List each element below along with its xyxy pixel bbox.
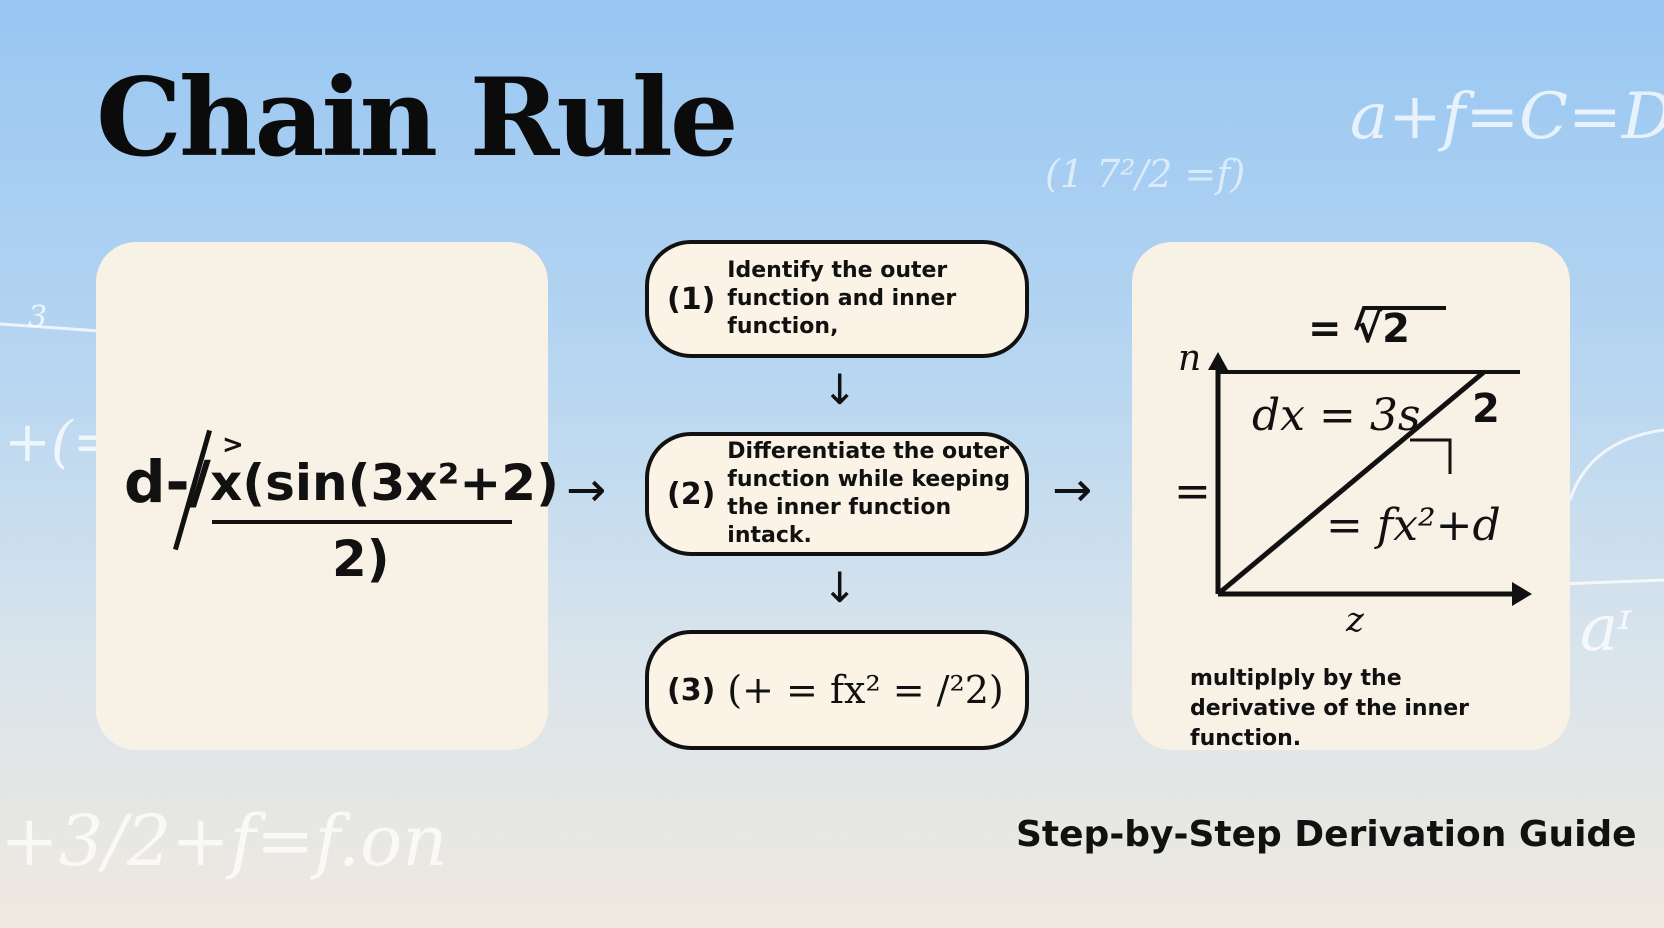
step-3-expression: (+ = fx² = /²2) (727, 668, 1004, 712)
page-title: Chain Rule (96, 55, 739, 181)
fraction-bar (212, 520, 512, 524)
arrow-step-2-to-3: ↓ (822, 563, 858, 612)
step-2-box: (2) Differentiate the outer function whi… (645, 432, 1029, 556)
decor-left-line (0, 322, 100, 333)
derivative-denominator: 2) (332, 530, 390, 588)
right-panel (1132, 242, 1570, 750)
step-1-text: Identify the outer function and inner fu… (727, 258, 957, 339)
x-axis-label: z (1346, 600, 1364, 640)
right-eq-top: = √2 (1308, 306, 1410, 352)
right-caption: multiplply by the derivative of the inne… (1190, 666, 1469, 751)
arrow-step-1-to-2: ↓ (822, 365, 858, 414)
decor-left-top: 3 (28, 300, 48, 335)
step-3-box: (3) (+ = fx² = /²2) (645, 630, 1029, 750)
y-axis-label: n (1178, 338, 1202, 379)
step-2-number: (2) (667, 476, 716, 512)
step-1-box: (1) Identify the outer function and inne… (645, 240, 1029, 358)
decor-right-bottom: aᶦ (1580, 592, 1632, 666)
decor-top-right: a+f=C=D (1350, 80, 1664, 154)
right-line-2: = fx²+d (1326, 500, 1501, 551)
decor-right-curve (1560, 428, 1664, 586)
right-left-equals: = (1174, 466, 1211, 517)
right-line-1: dx = 3s (1252, 390, 1421, 441)
x-hat-mark: > (222, 430, 244, 460)
left-panel (96, 242, 548, 750)
right-mark-2: 2 (1472, 386, 1500, 432)
arrow-left-to-steps: → (566, 462, 607, 518)
derivative-numerator: x(sin(3x²+2) (210, 454, 559, 512)
step-1-number: (1) (667, 281, 716, 317)
decor-top-mid: (1 7²/2 =f) (1045, 152, 1246, 196)
step-3-number: (3) (667, 672, 716, 708)
arrow-steps-to-right: → (1052, 462, 1093, 518)
right-graph (1208, 306, 1532, 606)
step-2-text: Differentiate the outer function while k… (727, 439, 1010, 548)
decor-bottom-left: +3/2+f=f.on (0, 800, 448, 882)
page-subtitle: Step-by-Step Derivation Guide (1016, 814, 1637, 855)
